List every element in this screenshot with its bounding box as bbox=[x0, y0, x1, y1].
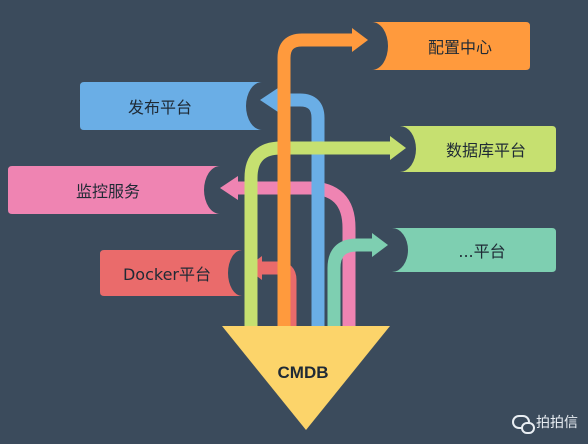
box-database bbox=[400, 126, 556, 172]
connector-release bbox=[278, 93, 325, 330]
box-config bbox=[372, 22, 530, 70]
connector-other bbox=[327, 238, 372, 330]
arrow-database bbox=[390, 136, 406, 160]
box-monitor bbox=[8, 166, 220, 214]
arrow-release bbox=[260, 88, 278, 112]
box-release bbox=[80, 82, 262, 130]
connector-config bbox=[277, 33, 352, 330]
arrow-other bbox=[372, 233, 388, 257]
box-other bbox=[392, 228, 556, 272]
cmdb-funnel bbox=[222, 326, 390, 430]
box-docker bbox=[100, 250, 242, 296]
arrow-monitor bbox=[220, 176, 238, 200]
connector-monitor bbox=[238, 181, 356, 330]
label-cmdb: CMDB bbox=[277, 363, 329, 382]
watermark: 拍拍信 bbox=[512, 412, 578, 434]
arrow-config bbox=[352, 28, 368, 52]
wechat-icon bbox=[512, 415, 535, 434]
watermark-text: 拍拍信 bbox=[536, 415, 578, 431]
